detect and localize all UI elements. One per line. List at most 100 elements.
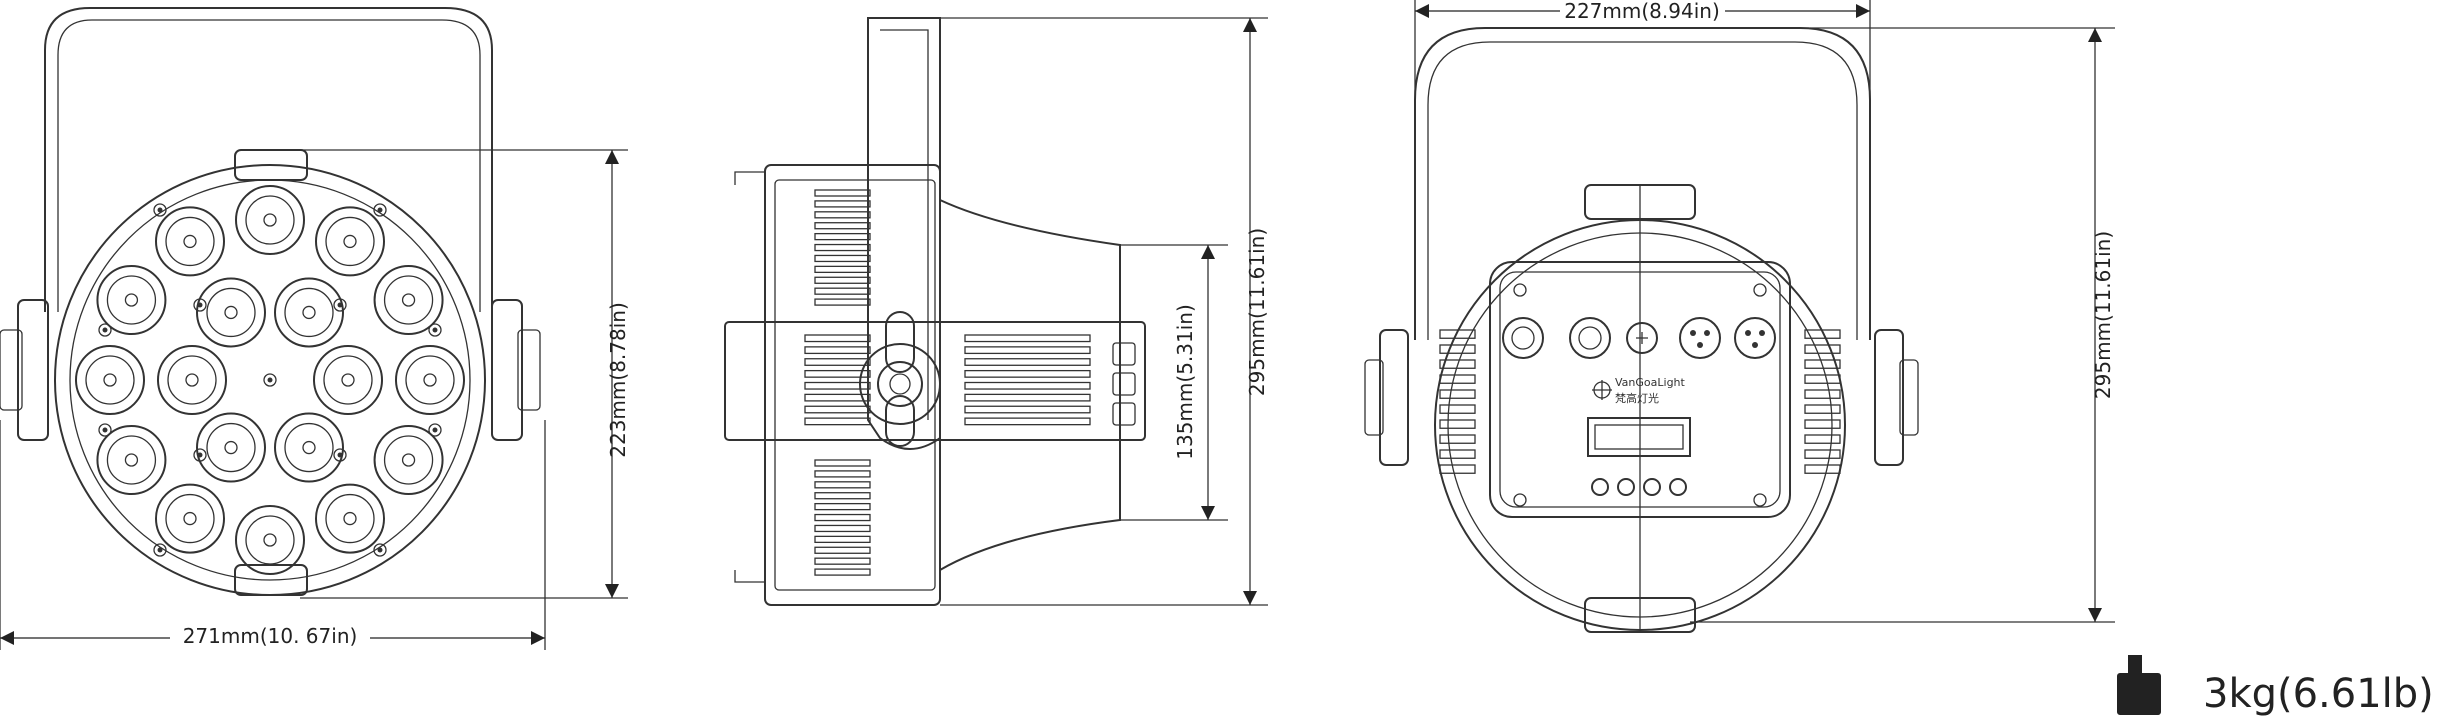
screw (153, 543, 167, 557)
fin (814, 535, 871, 544)
fin (1804, 359, 1841, 369)
side-cooling-fins-lower (814, 459, 871, 576)
front-view (0, 7, 541, 596)
fin (1804, 404, 1841, 414)
fin (814, 502, 871, 511)
led-lens (373, 425, 444, 495)
dmx-in-connector (1679, 317, 1721, 359)
screw (98, 423, 112, 437)
fin (814, 470, 871, 478)
fin (1804, 434, 1841, 444)
screw (333, 298, 347, 312)
rear-right-knob (1874, 329, 1919, 466)
front-bottom-handle (234, 564, 308, 596)
fin (814, 222, 871, 230)
led-lens (373, 265, 444, 335)
fin (1804, 374, 1841, 384)
fin (814, 524, 871, 533)
front-left-knob (0, 299, 49, 441)
fin (814, 481, 871, 489)
fin (814, 232, 871, 241)
fin (804, 381, 871, 390)
screw (333, 448, 347, 462)
power-out-connector (1569, 317, 1611, 359)
rear-height-dimension: 295mm(11.61in) (1690, 27, 2115, 623)
fin (964, 334, 1091, 343)
weight-icon (2117, 655, 2161, 715)
fin (814, 459, 871, 467)
side-depth-label: 135mm(5.31in) (1173, 304, 1197, 460)
led-lens (96, 425, 167, 495)
front-top-handle (234, 149, 308, 181)
side-height-label: 295mm(11.61in) (1245, 228, 1269, 396)
fin (1439, 344, 1476, 354)
side-center-bar (724, 321, 1146, 441)
front-yoke (44, 7, 493, 312)
screw (428, 323, 442, 337)
front-height-label: 223mm(8.78in) (606, 302, 630, 458)
screw (98, 323, 112, 337)
screw (373, 543, 387, 557)
led-lens (313, 345, 383, 415)
enter-button (1669, 478, 1687, 496)
fin (814, 200, 871, 208)
fin (814, 265, 871, 274)
menu-button (1591, 478, 1609, 496)
fin (804, 358, 871, 366)
weight-indicator: 3kg(6.61lb) (2117, 655, 2434, 717)
side-cooling-fins-upper (814, 189, 871, 306)
fin (804, 405, 871, 414)
side-buttons (1112, 342, 1136, 426)
fin (804, 369, 871, 378)
fin (1439, 464, 1476, 474)
screw (263, 373, 277, 387)
fin (814, 254, 871, 263)
fin (964, 358, 1091, 366)
fin (964, 393, 1091, 402)
lcd-display (1587, 417, 1691, 457)
fin (1439, 419, 1476, 429)
fin (814, 287, 871, 295)
side-cooling-fins-middle (804, 334, 1091, 426)
fin (814, 546, 871, 554)
rear-control-panel (1489, 261, 1791, 518)
brand-cn-text: 梵高灯光 (1615, 391, 1659, 405)
led-lens (96, 265, 167, 335)
power-in-connector (1502, 317, 1544, 359)
brand-name-text: VanGoaLight (1615, 376, 1686, 389)
side-lens-cone (939, 199, 1121, 571)
screw (153, 203, 167, 217)
fin (1804, 449, 1841, 459)
fin (1804, 329, 1841, 339)
fin (814, 557, 871, 565)
fin (814, 276, 871, 284)
screw (428, 423, 442, 437)
screw (193, 298, 207, 312)
led-lens (157, 345, 227, 415)
front-width-label: 271mm(10. 67in) (183, 624, 358, 648)
rear-cooling-fins-right (1804, 329, 1841, 474)
led-lens (315, 483, 385, 554)
screw (193, 448, 207, 462)
fin (1439, 374, 1476, 384)
fin (1439, 389, 1476, 399)
fin (1804, 419, 1841, 429)
led-lens (75, 345, 145, 415)
fin (814, 211, 871, 219)
brand-logo: VanGoaLight 梵高灯光 (1592, 376, 1686, 405)
fin (964, 369, 1091, 378)
led-lens (235, 185, 305, 255)
side-pivot-knob (859, 311, 941, 447)
side-height-dimension: 295mm(11.61in) (940, 17, 1269, 606)
fin (804, 346, 871, 355)
rear-cooling-fins-left (1439, 329, 1476, 474)
fin (964, 405, 1091, 414)
front-height-dimension: 223mm(8.78in) (300, 149, 630, 599)
led-lens (155, 483, 225, 554)
rear-width-dimension: 227mm(8.94in) (1414, 0, 1871, 100)
fin (1439, 404, 1476, 414)
panel-screws (1513, 283, 1767, 507)
front-right-knob (491, 299, 541, 441)
fin (964, 346, 1091, 355)
menu-buttons (1591, 478, 1687, 496)
